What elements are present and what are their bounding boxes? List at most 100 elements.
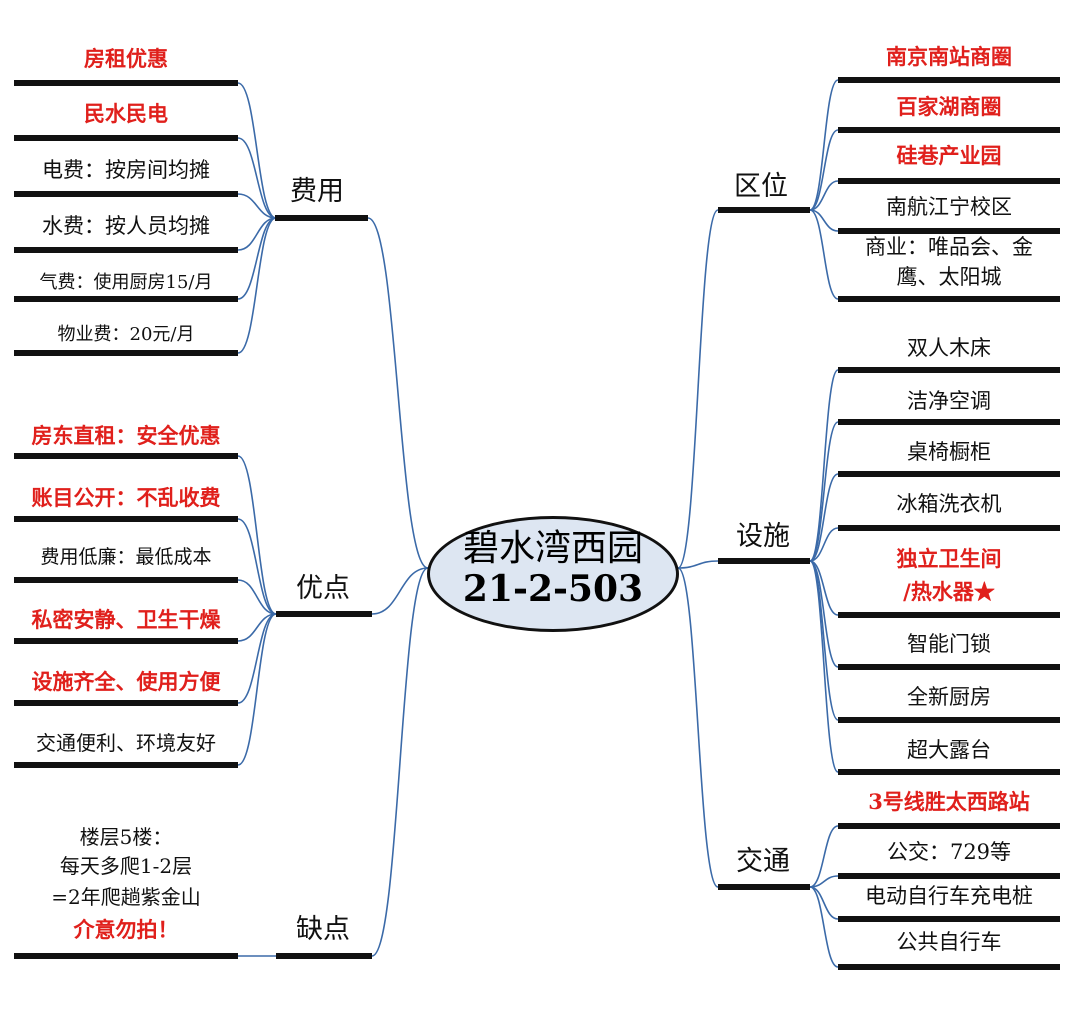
- facility-item: 全新厨房: [907, 685, 991, 709]
- fee-item-bar: [14, 80, 238, 86]
- transport-item: 电动自行车充电桩: [865, 884, 1033, 908]
- transport-item-bar: [838, 916, 1060, 922]
- connector-facility-item: [809, 473, 839, 562]
- connector-location-item: [809, 209, 839, 300]
- connector-fee-item: [237, 82, 277, 219]
- pros-item: 房东直租：安全优惠: [31, 423, 221, 448]
- pros-item-bar: [14, 453, 238, 459]
- location-item-bar: [838, 228, 1060, 234]
- connector-fee-item: [237, 217, 277, 251]
- transport-item-bar: [838, 823, 1060, 829]
- connector-pros-item: [237, 613, 277, 766]
- connector-transport-item: [809, 886, 839, 968]
- fee-item-bar: [14, 135, 238, 141]
- facility-item-bar: [838, 471, 1060, 477]
- connector-pros-item: [237, 579, 277, 615]
- pros-item-bar: [14, 577, 238, 583]
- facility-item-bar: [838, 664, 1060, 670]
- connector-fee-item: [237, 217, 277, 300]
- pros-item: 费用低廉：最低成本: [40, 546, 212, 568]
- branch-cons-bar: [276, 953, 372, 959]
- connector-location-item: [809, 180, 839, 211]
- connector-facility-item: [809, 560, 839, 773]
- connector-location-item: [809, 79, 839, 211]
- branch-transport-bar: [718, 884, 810, 890]
- transport-item-bar: [838, 873, 1060, 879]
- cons-line: =2年爬趟紫金山: [51, 885, 201, 909]
- fee-item: 气费：使用厨房15/月: [39, 272, 213, 293]
- facility-item-bar: [838, 419, 1060, 425]
- connector-location-item: [809, 129, 839, 211]
- branch-facilities-bar: [718, 558, 810, 564]
- connector-center-pros: [371, 567, 429, 615]
- connector-transport-item: [809, 886, 839, 920]
- connector-pros-item: [237, 613, 277, 704]
- pros-item: 账目公开：不乱收费: [31, 485, 221, 510]
- cons-warning: 介意勿拍！: [73, 917, 179, 942]
- connector-center-cons: [371, 567, 429, 957]
- location-item-bar: [838, 296, 1060, 302]
- location-item: 南京南站商圈: [886, 44, 1012, 69]
- fee-item-bar: [14, 191, 238, 197]
- fee-item-bar: [14, 350, 238, 356]
- connector-facility-item: [809, 560, 839, 616]
- connector-center-location: [677, 209, 719, 569]
- pros-item-bar: [14, 700, 238, 706]
- connector-center-fees: [367, 217, 429, 569]
- connector-center-transport: [677, 567, 719, 888]
- fee-item: 电费：按房间均摊: [42, 158, 210, 182]
- connector-fee-item: [237, 137, 277, 219]
- pros-item-bar: [14, 516, 238, 522]
- facility-item: 桌椅橱柜: [907, 440, 991, 464]
- transport-item: 公交：729等: [886, 840, 1012, 864]
- cons-line: 楼层5楼：: [79, 825, 173, 849]
- connector-pros-item: [237, 518, 277, 615]
- connector-transport-item: [809, 875, 839, 888]
- branch-fees-bar: [275, 215, 368, 221]
- center-title: 碧水湾西园: [462, 528, 643, 569]
- connector-fee-item: [237, 217, 277, 354]
- connector-center-facilities: [677, 560, 719, 569]
- branch-fees: 费用: [290, 176, 344, 207]
- facility-heater: /热水器★: [903, 579, 995, 604]
- fee-item: 民水民电: [84, 101, 168, 126]
- connector-facility-item: [809, 369, 839, 562]
- location-item-line: 鹰、太阳城: [896, 265, 1002, 289]
- branch-pros: 优点: [296, 573, 350, 604]
- facility-item-bar: [838, 367, 1060, 373]
- pros-item: 交通便利、环境友好: [36, 731, 216, 755]
- facility-item-bar: [838, 525, 1060, 531]
- connector-facility-item: [809, 527, 839, 562]
- connector-fee-item: [237, 193, 277, 219]
- transport-item: 3号线胜太西路站: [868, 789, 1030, 814]
- facility-item: 超大露台: [907, 738, 991, 762]
- facility-item-bar: [838, 717, 1060, 723]
- pros-item: 设施齐全、使用方便: [31, 669, 221, 694]
- fee-item-bar: [14, 296, 238, 302]
- fee-item: 房租优惠: [84, 46, 168, 71]
- connector-pros-item: [237, 455, 277, 615]
- facility-item-bar: [838, 612, 1060, 618]
- location-item: 南航江宁校区: [886, 195, 1012, 219]
- transport-item: 公共自行车: [896, 930, 1002, 954]
- branch-pros-bar: [276, 611, 372, 617]
- branch-location-bar: [718, 207, 810, 213]
- connector-facility-item: [809, 560, 839, 721]
- location-item-line: 商业：唯品会、金: [865, 235, 1033, 259]
- location-item: 硅巷产业园: [896, 143, 1002, 168]
- fee-item-bar: [14, 247, 238, 253]
- transport-item-bar: [838, 964, 1060, 970]
- fee-item: 物业费：20元/月: [57, 324, 195, 345]
- branch-location: 区位: [734, 171, 788, 202]
- connector-transport-item: [809, 825, 839, 888]
- branch-cons: 缺点: [296, 914, 350, 945]
- location-item-bar: [838, 77, 1060, 83]
- center-unit: 21-2-503: [462, 567, 644, 610]
- pros-item-bar: [14, 638, 238, 644]
- fee-item: 水费：按人员均摊: [42, 214, 210, 238]
- facility-item: 双人木床: [907, 336, 991, 360]
- branch-facilities: 设施: [736, 521, 790, 552]
- location-item: 百家湖商圈: [896, 94, 1002, 119]
